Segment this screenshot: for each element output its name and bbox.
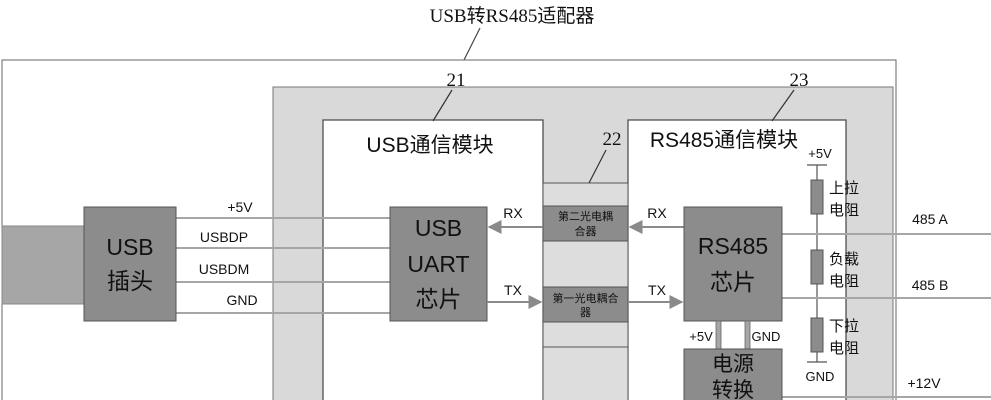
first-optocoupler — [542, 286, 629, 323]
usb-uart-chip-label-3: 芯片 — [416, 286, 462, 312]
diagram-title: USB转RS485适配器 — [430, 5, 595, 27]
label-rx-right: RX — [647, 205, 667, 221]
usb-uart-chip-label-2: UART — [407, 251, 469, 277]
label-pwr-plus5v: +5V — [689, 329, 713, 344]
pullup-label-1: 上拉 — [829, 180, 859, 197]
rs485-comm-module-label: RS485通信模块 — [650, 129, 798, 152]
label-res-plus5v: +5V — [808, 146, 832, 161]
label-485b: 485 B — [912, 277, 949, 293]
ref-23: 23 — [790, 70, 809, 91]
usb-uart-chip-label-1: USB — [415, 215, 462, 241]
usb-plug — [83, 206, 177, 322]
pwr-link-right — [744, 320, 751, 350]
ref-23-leader — [771, 89, 795, 122]
pulldown-resistor — [810, 317, 824, 353]
power-converter — [683, 348, 783, 400]
label-pwr-gnd: GND — [752, 329, 781, 344]
second-optocoupler — [542, 205, 629, 242]
first-optocoupler-label-2: 器 — [580, 306, 591, 319]
load-label-2: 电阻 — [829, 273, 859, 290]
power-converter-label-2: 转换 — [712, 379, 754, 400]
load-label-1: 负载 — [829, 251, 859, 268]
rs485-chip — [683, 206, 783, 322]
ref-22-leader — [588, 149, 607, 184]
pullup-resistor — [810, 179, 824, 215]
label-usbdm: USBDM — [199, 261, 250, 277]
usb-uart-chip — [389, 206, 488, 322]
label-rx-left: RX — [503, 205, 523, 221]
label-plus5v: +5V — [227, 199, 253, 215]
label-res-gnd: GND — [806, 369, 835, 384]
ref-21: 21 — [447, 70, 466, 91]
second-optocoupler-label-2: 合器 — [575, 224, 597, 238]
rs485-chip-label-2: 芯片 — [710, 269, 756, 295]
label-plus12v: +12V — [907, 375, 941, 391]
label-485a: 485 A — [912, 211, 948, 227]
title-leader — [463, 27, 481, 61]
usb-connector-stub — [1, 225, 85, 305]
pulldown-label-1: 下拉 — [829, 318, 859, 335]
label-usbdp: USBDP — [200, 229, 248, 245]
usb-comm-module-label: USB通信模块 — [366, 134, 493, 157]
pwr-link-left — [715, 320, 722, 350]
label-gnd: GND — [226, 292, 257, 308]
label-tx-right: TX — [648, 282, 667, 298]
ref-21-leader — [432, 89, 453, 122]
usb-plug-label-2: 插头 — [107, 268, 153, 294]
label-tx-left: TX — [504, 282, 523, 298]
power-converter-label-1: 电源 — [712, 353, 754, 376]
pullup-label-2: 电阻 — [829, 202, 859, 219]
usb-plug-label-1: USB — [106, 234, 153, 260]
load-resistor — [810, 249, 824, 285]
pulldown-label-2: 电阻 — [829, 340, 859, 357]
second-optocoupler-label-1: 第二光电耦 — [558, 209, 613, 223]
usb-signal-wires — [176, 217, 390, 314]
first-optocoupler-label-1: 第一光电耦合 — [553, 291, 619, 305]
rs485-chip-label-1: RS485 — [698, 233, 768, 259]
ref-22: 22 — [603, 129, 622, 150]
